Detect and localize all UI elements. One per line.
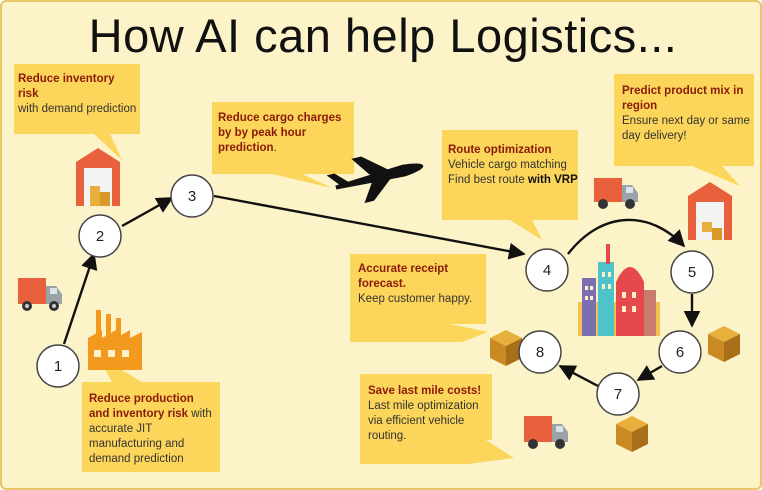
svg-text:8: 8: [536, 344, 544, 361]
truck-icon: [594, 178, 638, 209]
note-cargo-charges: Reduce cargo charges by by peak hour pre…: [218, 111, 352, 156]
svg-text:1: 1: [54, 358, 62, 375]
node-4: 4: [525, 248, 569, 292]
note-text: Vehicle cargo matching: [448, 159, 567, 171]
node-5: 5: [670, 250, 714, 294]
note-text: Keep customer happy.: [358, 293, 473, 305]
note-text: Find best route: [448, 174, 528, 186]
note-heading: Route optimization: [448, 144, 552, 156]
arrow-7-8: [558, 364, 599, 388]
note-heading: Reduce inventory risk: [18, 73, 115, 100]
note-production-risk: Reduce production and inventory risk wit…: [89, 392, 217, 467]
arrow-3-4: [213, 194, 526, 260]
callout-production: [82, 356, 220, 472]
node-2: 2: [78, 214, 122, 258]
note-last-mile: Save last mile costs! Last mile optimiza…: [368, 384, 488, 444]
note-heading: Save last mile costs!: [368, 385, 482, 397]
airplane-icon: [326, 156, 424, 204]
node-1: 1: [36, 344, 80, 388]
warehouse-icon: [688, 182, 732, 240]
callout-last-mile: [360, 374, 514, 464]
factory-icon: [88, 310, 142, 370]
node-6: 6: [658, 330, 702, 374]
note-text: .: [273, 142, 277, 154]
note-text: Last mile optimization via efficient veh…: [368, 400, 479, 442]
note-receipt-forecast: Accurate receipt forecast. Keep customer…: [358, 262, 486, 307]
box-icon: [616, 416, 648, 452]
note-heading: Reduce cargo charges by by peak hour pre…: [218, 112, 342, 154]
note-text: with accurate JIT manufacturing and dema…: [89, 408, 212, 465]
arrow-2-3: [121, 196, 174, 228]
note-heading: Predict product mix in region: [622, 85, 744, 112]
arrow-4-5: [567, 218, 686, 255]
note-text: with demand prediction: [18, 103, 137, 115]
note-heading: Reduce production and inventory risk: [89, 393, 194, 420]
node-8: 8: [518, 330, 562, 374]
note-inventory-risk: Reduce inventory risk with demand predic…: [18, 72, 138, 117]
callout-cargo: [212, 102, 354, 188]
callout-product-mix: [614, 74, 754, 186]
callout-receipt: [350, 254, 488, 342]
note-bold: with VRP: [527, 174, 578, 186]
arrow-1-2: [62, 252, 98, 345]
arrow-6-7: [636, 364, 663, 382]
note-heading: Accurate receipt forecast.: [358, 263, 449, 290]
svg-text:3: 3: [188, 188, 196, 205]
note-text: Ensure next day or same day delivery!: [622, 115, 750, 142]
box-icon: [708, 326, 740, 362]
note-route-optimization: Route optimization Vehicle cargo matchin…: [448, 143, 578, 188]
truck-icon: [524, 416, 568, 449]
note-product-mix: Predict product mix in region Ensure nex…: [622, 84, 750, 144]
warehouse-icon: [76, 148, 120, 206]
svg-text:6: 6: [676, 344, 684, 361]
svg-text:4: 4: [543, 262, 551, 279]
svg-text:2: 2: [96, 228, 104, 245]
node-3: 3: [170, 174, 214, 218]
svg-text:7: 7: [614, 386, 622, 403]
city-icon: [578, 244, 660, 336]
callout-route: [442, 130, 578, 240]
truck-icon: [18, 278, 62, 311]
node-7: 7: [596, 372, 640, 416]
svg-text:5: 5: [688, 264, 696, 281]
page-title: How AI can help Logistics...: [88, 9, 678, 62]
box-icon: [490, 330, 522, 366]
callout-inventory: [14, 64, 140, 160]
